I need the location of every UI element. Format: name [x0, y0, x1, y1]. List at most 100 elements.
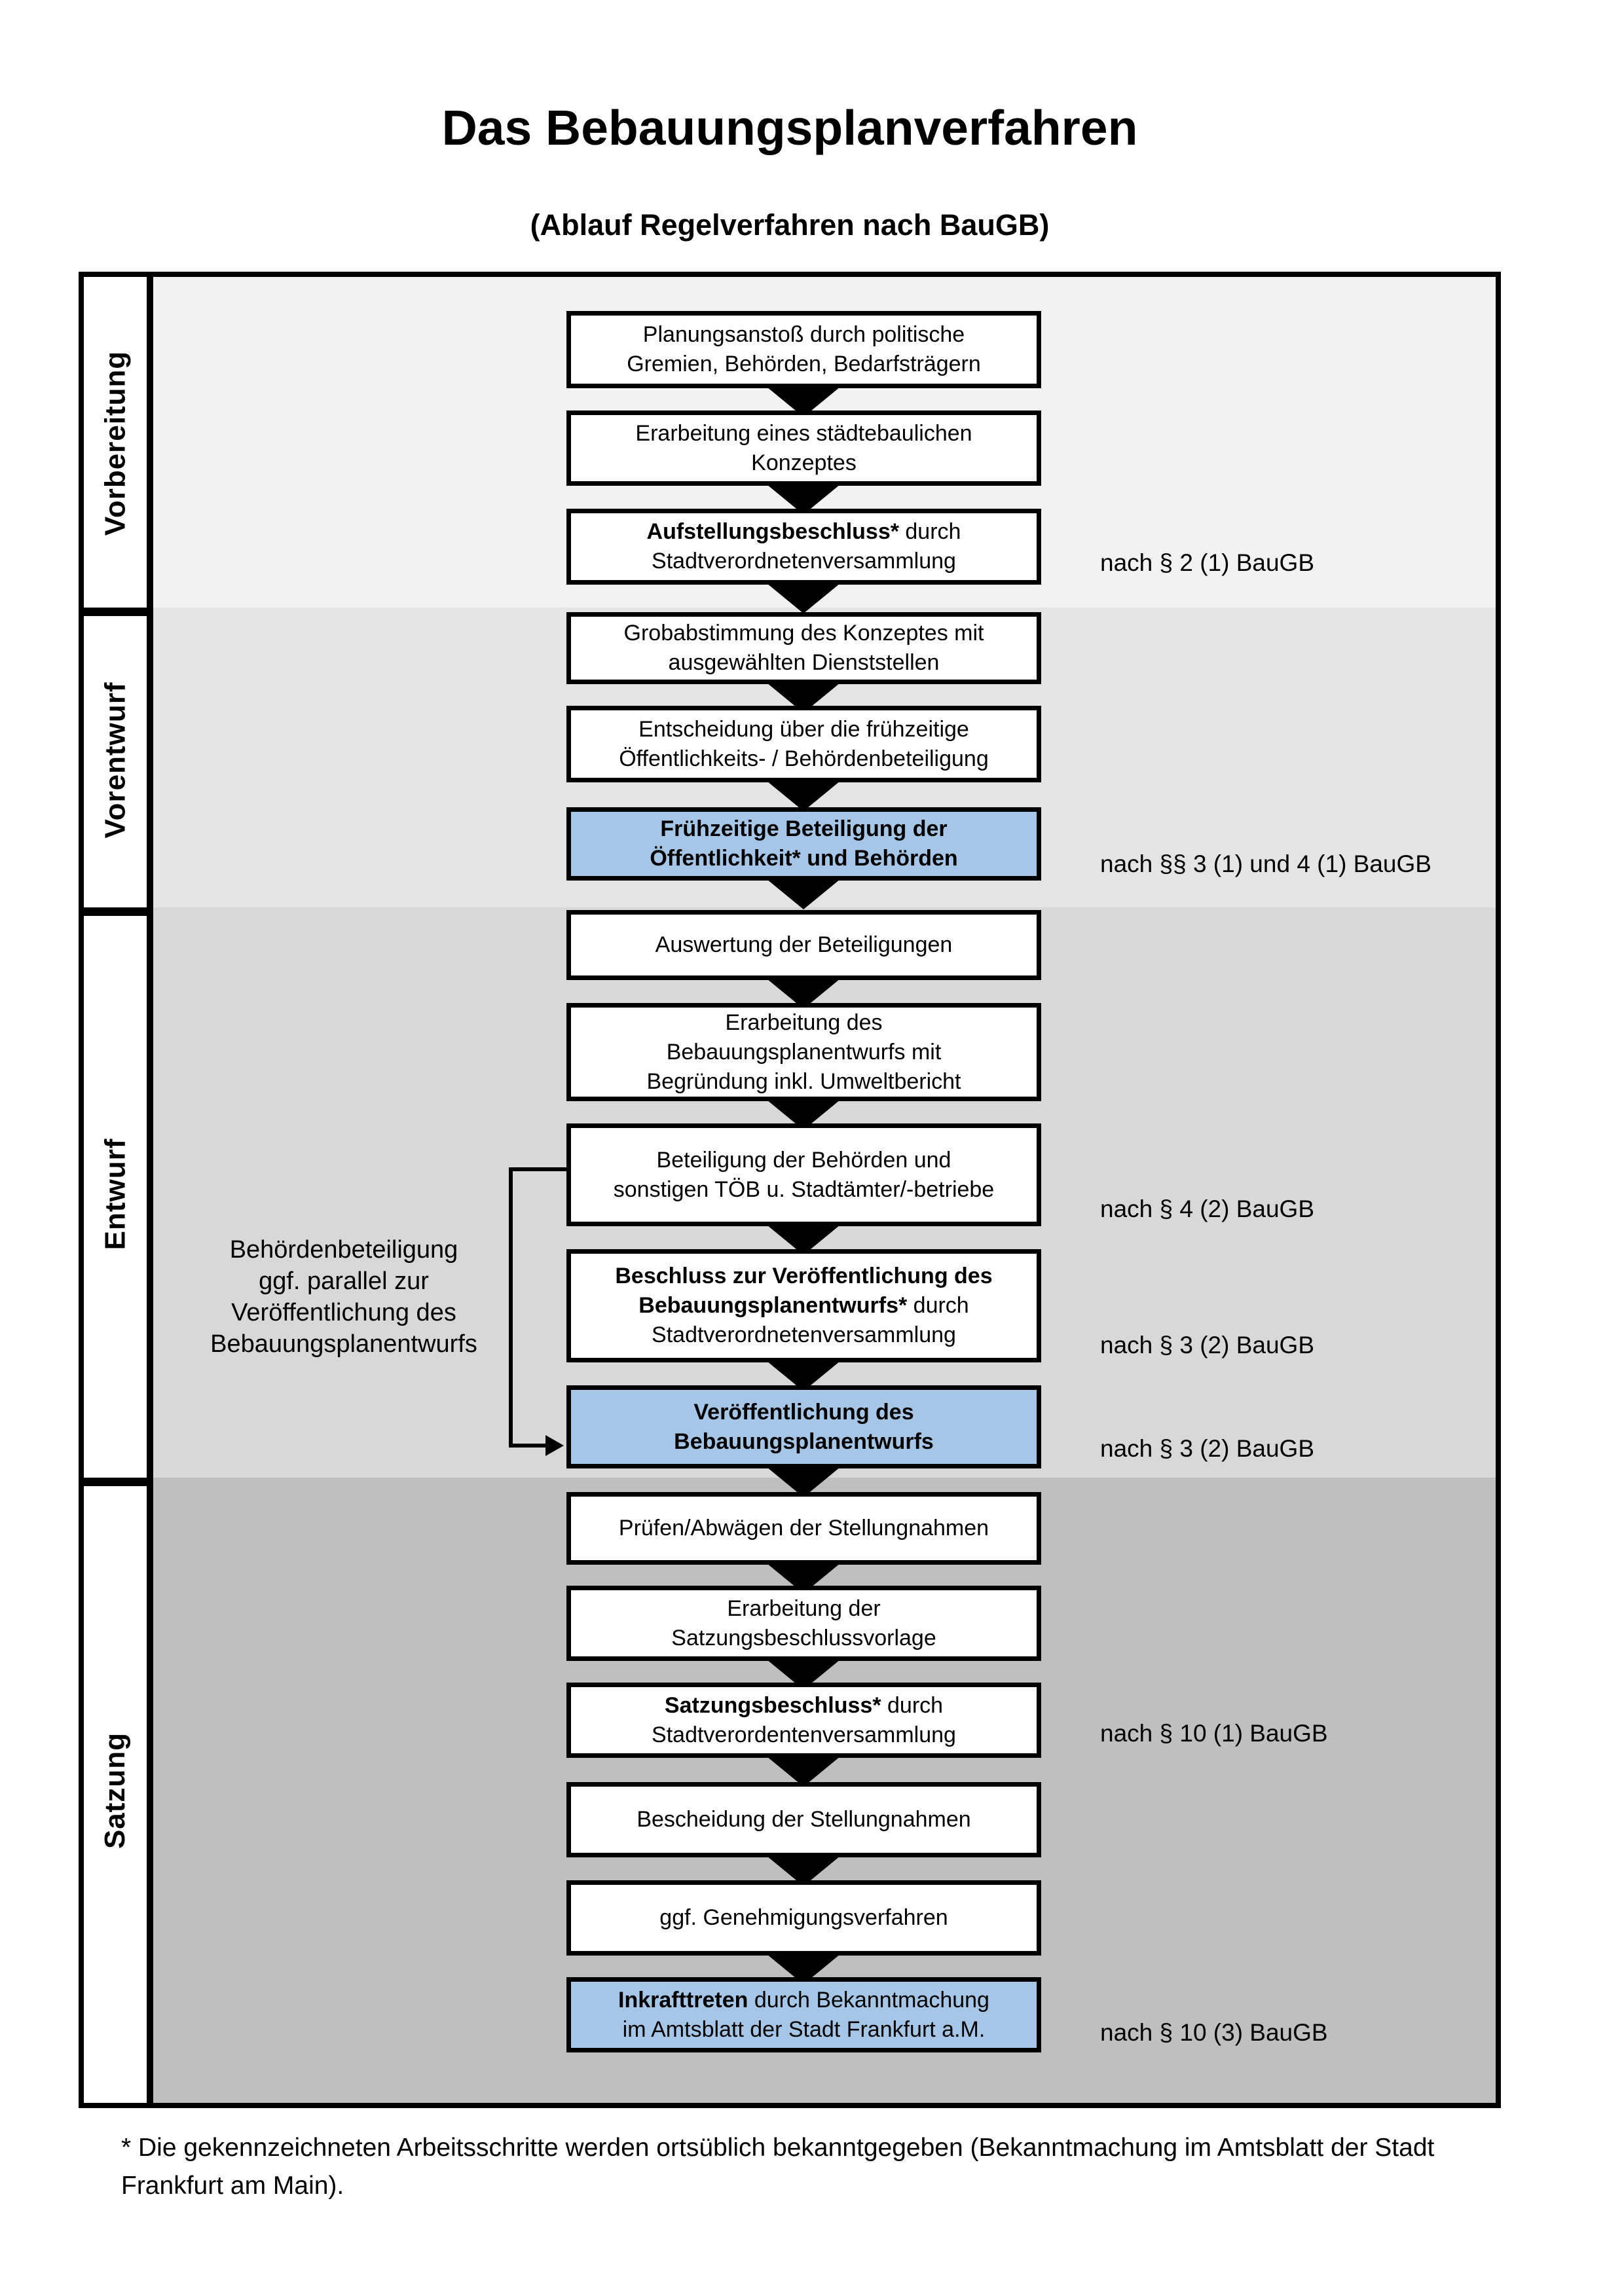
step-line: Bebauungsplanentwurfs — [674, 1427, 934, 1457]
step-text: Auswertung der Beteiligungen — [655, 932, 953, 957]
step-text: Öffentlichkeit* und Behörden — [650, 846, 958, 871]
phase-label-text: Entwurf — [99, 1138, 132, 1250]
page-title: Das Bebauungsplanverfahren — [441, 100, 1138, 155]
flow-arrow-down-icon — [767, 879, 840, 909]
parallel-branch-line-top — [509, 1167, 566, 1171]
step-line: Öffentlichkeits- / Behördenbeteiligung — [619, 744, 989, 774]
step-text: durch — [881, 1692, 944, 1718]
side-annotation-line: Veröffentlichung des — [231, 1299, 456, 1326]
step-planungsanstoss: Planungsanstoß durch politische Gremien,… — [566, 311, 1041, 388]
step-grobabstimmung: Grobabstimmung des Konzeptes mit ausgewä… — [566, 612, 1041, 684]
law-reference: nach § 3 (2) BauGB — [1100, 1332, 1315, 1358]
step-line: Entscheidung über die frühzeitige — [638, 715, 969, 744]
phase-label-entwurf: Entwurf — [84, 1096, 147, 1292]
step-text: im Amtsblatt der Stadt Frankfurt a.M. — [622, 2016, 986, 2042]
step-bescheidung-stellungnahmen: Bescheidung der Stellungnahmen — [566, 1782, 1041, 1857]
step-text: Öffentlichkeits- / Behördenbeteiligung — [619, 746, 989, 771]
phase-label-text: Vorbereitung — [99, 350, 131, 536]
step-text: Stadtverordentenversammlung — [652, 1722, 956, 1747]
step-entscheidung-fruehzeitige-beteiligung: Entscheidung über die frühzeitige Öffent… — [566, 706, 1041, 782]
footnote-line: Frankfurt am Main). — [121, 2172, 344, 2200]
step-text: Stadtverordnetenversammlung — [652, 1322, 956, 1347]
step-beschluss-veroeffentlichung: Beschluss zur Veröffentlichung des Bebau… — [566, 1249, 1041, 1362]
page-subtitle: (Ablauf Regelverfahren nach BauGB) — [530, 208, 1050, 242]
step-inkrafttreten: Inkrafttreten durch Bekanntmachung im Am… — [566, 1977, 1041, 2052]
side-annotation-line: ggf. parallel zur — [259, 1267, 429, 1295]
step-text: Planungsanstoß durch politische — [642, 322, 965, 347]
step-text: durch — [898, 519, 961, 544]
step-line: Stadtverordentenversammlung — [652, 1721, 956, 1750]
step-text: Frühzeitige Beteiligung der — [660, 816, 948, 841]
step-line: Bebauungsplanentwurfs* durch — [638, 1291, 969, 1321]
step-text: Bescheidung der Stellungnahmen — [637, 1807, 971, 1832]
step-line: Bescheidung der Stellungnahmen — [637, 1805, 970, 1834]
law-reference: nach §§ 3 (1) und 4 (1) BauGB — [1100, 850, 1431, 877]
step-line: Auswertung der Beteiligungen — [655, 930, 953, 960]
step-line: Beschluss zur Veröffentlichung des — [615, 1262, 992, 1291]
flow-arrow-down-icon — [767, 1757, 840, 1787]
step-text: sonstigen TÖB u. Stadtämter/-betriebe — [613, 1176, 995, 1202]
step-line: im Amtsblatt der Stadt Frankfurt a.M. — [623, 2015, 986, 2045]
step-line: ausgewählten Dienststellen — [669, 648, 940, 678]
step-text: Aufstellungsbeschluss* — [646, 519, 899, 544]
step-text: Beteiligung der Behörden und — [656, 1147, 951, 1173]
step-line: Erarbeitung eines städtebaulichen — [635, 419, 972, 448]
step-text: Entscheidung über die frühzeitige — [638, 716, 969, 742]
law-reference: nach § 4 (2) BauGB — [1100, 1195, 1315, 1222]
step-text: Beschluss zur Veröffentlichung des — [615, 1264, 993, 1288]
step-text: Begründung inkl. Umweltbericht — [646, 1068, 961, 1094]
phase-divider — [84, 907, 153, 916]
step-line: Stadtverordnetenversammlung — [652, 1321, 956, 1350]
step-text: Erarbeitung des — [725, 1010, 883, 1035]
step-text: Erarbeitung der — [727, 1595, 881, 1621]
step-line: sonstigen TÖB u. Stadtämter/-betriebe — [614, 1175, 994, 1205]
phase-label-vorbereitung: Vorbereitung — [84, 345, 147, 541]
step-text: ggf. Genehmigungsverfahren — [659, 1905, 948, 1930]
step-staedtebauliches-konzept: Erarbeitung eines städtebaulichen Konzep… — [566, 410, 1041, 486]
flow-arrow-down-icon — [767, 781, 840, 811]
step-line: Bebauungsplanentwurfs mit — [667, 1038, 942, 1067]
step-text: Bebauungsplanentwurfs mit — [666, 1039, 942, 1065]
process-frame: Vorbereitung Vorentwurf Entwurf Satzung … — [79, 272, 1501, 2108]
step-line: Erarbeitung der — [727, 1594, 880, 1624]
step-line: Beteiligung der Behörden und — [657, 1146, 951, 1175]
footnote: * Die gekennzeichneten Arbeitsschritte w… — [121, 2129, 1549, 2205]
step-text: Konzeptes — [751, 450, 857, 475]
step-line: Satzungsbeschluss* durch — [665, 1691, 943, 1721]
step-line: Konzeptes — [751, 448, 857, 478]
phase-label-text: Satzung — [99, 1732, 132, 1850]
law-reference: nach § 10 (3) BauGB — [1100, 2019, 1328, 2046]
step-text: Grobabstimmung des Konzeptes mit — [623, 621, 984, 646]
step-text: Prüfen/Abwägen der Stellungnahmen — [618, 1516, 989, 1540]
step-veroeffentlichung-entwurf: Veröffentlichung des Bebauungsplanentwur… — [566, 1385, 1041, 1468]
step-text: Satzungsbeschlussvorlage — [671, 1625, 936, 1650]
step-erarbeitung-satzungsbeschlussvorlage: Erarbeitung der Satzungsbeschlussvorlage — [566, 1586, 1041, 1661]
step-line: Planungsanstoß durch politische — [643, 320, 965, 350]
step-line: Stadtverordnetenversammlung — [652, 547, 956, 576]
step-text: Bebauungsplanentwurfs — [674, 1429, 934, 1454]
step-line: Prüfen/Abwägen der Stellungnahmen — [619, 1514, 989, 1543]
step-line: Aufstellungsbeschluss* durch — [647, 517, 961, 547]
side-annotation-line: Behördenbeteiligung — [229, 1236, 458, 1264]
step-line: Gremien, Behörden, Bedarfsträgern — [627, 350, 981, 379]
side-annotation-line: Bebauungsplanentwurfs — [210, 1330, 477, 1358]
parallel-branch-line-vertical — [509, 1167, 513, 1448]
phase-divider — [84, 1478, 153, 1486]
law-reference: nach § 3 (2) BauGB — [1100, 1435, 1315, 1462]
step-beteiligung-behoerden-toeb: Beteiligung der Behörden und sonstigen T… — [566, 1123, 1041, 1226]
law-reference: nach § 10 (1) BauGB — [1100, 1720, 1328, 1747]
phase-divider — [84, 608, 153, 616]
step-text: Bebauungsplanentwurfs* — [638, 1293, 908, 1318]
step-auswertung-beteiligungen: Auswertung der Beteiligungen — [566, 910, 1041, 980]
step-line: Veröffentlichung des — [693, 1398, 913, 1427]
step-text: Erarbeitung eines städtebaulichen — [635, 420, 972, 446]
phase-label-text: Vorentwurf — [99, 682, 131, 839]
step-line: ggf. Genehmigungsverfahren — [659, 1903, 948, 1933]
step-text: Veröffentlichung des — [693, 1399, 914, 1425]
step-erarbeitung-bebauungsplanentwurf: Erarbeitung des Bebauungsplanentwurfs mi… — [566, 1003, 1041, 1101]
law-reference: nach § 2 (1) BauGB — [1100, 549, 1315, 576]
step-text: durch — [907, 1293, 969, 1318]
step-line: Satzungsbeschlussvorlage — [671, 1624, 936, 1653]
step-line: Öffentlichkeit* und Behörden — [650, 844, 957, 873]
step-text: Inkrafttreten — [618, 1987, 748, 2013]
